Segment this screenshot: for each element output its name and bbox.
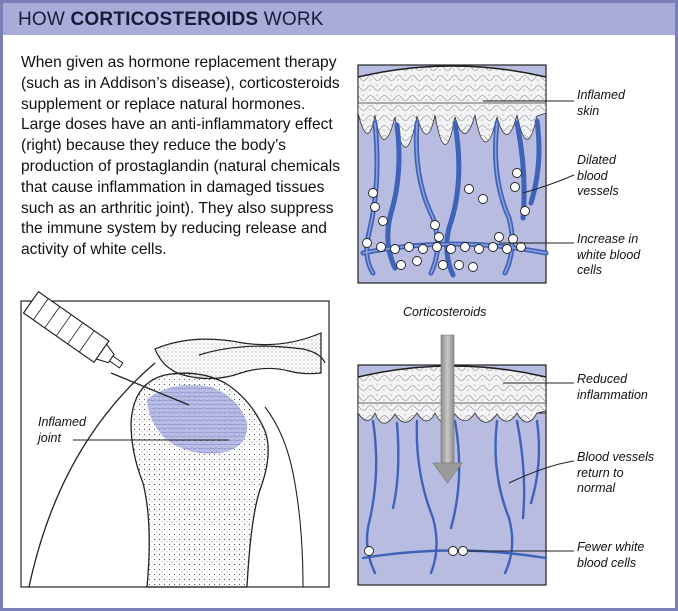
increase-cells-label: Increase in white blood cells [577, 232, 640, 279]
header-bar: HOW CORTICOSTEROIDS WORK [3, 3, 675, 35]
inflamed-joint-label: Inflamed joint [38, 415, 86, 446]
inflamed-joint-label-line1: Inflamed [38, 415, 86, 429]
vessels-normal-line2: return to [577, 465, 624, 480]
illustration-canvas [20, 64, 575, 588]
figure-title: HOW CORTICOSTEROIDS WORK [18, 9, 324, 31]
white-blood-cells-many [362, 168, 530, 272]
title-prefix: HOW [18, 9, 71, 30]
reduced-inflammation-label: Reduced inflammation [577, 372, 648, 403]
fewer-cells-line2: blood cells [577, 555, 637, 570]
increase-cells-line2: white blood [577, 247, 641, 262]
dilated-vessels-line3: vessels [577, 184, 619, 198]
dilated-vessels-line2: blood [577, 168, 608, 183]
vessels-normal-label: Blood vessels return to normal [577, 450, 654, 497]
corticosteroids-arrow [432, 334, 463, 484]
inflamed-skin-label: Inflamed skin [577, 88, 625, 119]
title-bold: CORTICOSTEROIDS [70, 9, 259, 30]
inflamed-joint-label-line2: joint [38, 430, 61, 445]
leader-lines [467, 100, 575, 552]
shoulder-outline [28, 362, 156, 588]
increase-cells-line1: Increase in [577, 232, 639, 246]
dilated-vessels-line1: Dilated [577, 153, 616, 167]
inflamed-skin-line2: skin [577, 103, 600, 118]
fewer-cells-line1: Fewer white [577, 540, 645, 554]
vessels-normal-line3: normal [577, 481, 616, 495]
title-suffix: WORK [258, 9, 324, 30]
intro-paragraph: When given as hormone replacement therap… [21, 54, 340, 259]
reduced-inflammation-line1: Reduced [577, 372, 628, 386]
shoulder-joint-panel [20, 290, 330, 588]
corticosteroids-label: Corticosteroids [403, 305, 487, 319]
inflamed-tissue-panel [357, 64, 549, 284]
white-blood-cells-few [364, 546, 468, 556]
normal-tissue-panel [357, 364, 548, 586]
needle [110, 372, 190, 406]
normal-vessels [361, 419, 548, 575]
fewer-cells-label: Fewer white blood cells [577, 540, 644, 571]
syringe [22, 290, 124, 369]
increase-cells-line3: cells [577, 263, 603, 277]
reduced-inflammation-line2: inflammation [577, 387, 648, 402]
vessels-normal-line1: Blood vessels [577, 450, 655, 464]
dilated-vessels-label: Dilated blood vessels [577, 153, 619, 200]
inflamed-skin-line1: Inflamed [577, 88, 625, 102]
